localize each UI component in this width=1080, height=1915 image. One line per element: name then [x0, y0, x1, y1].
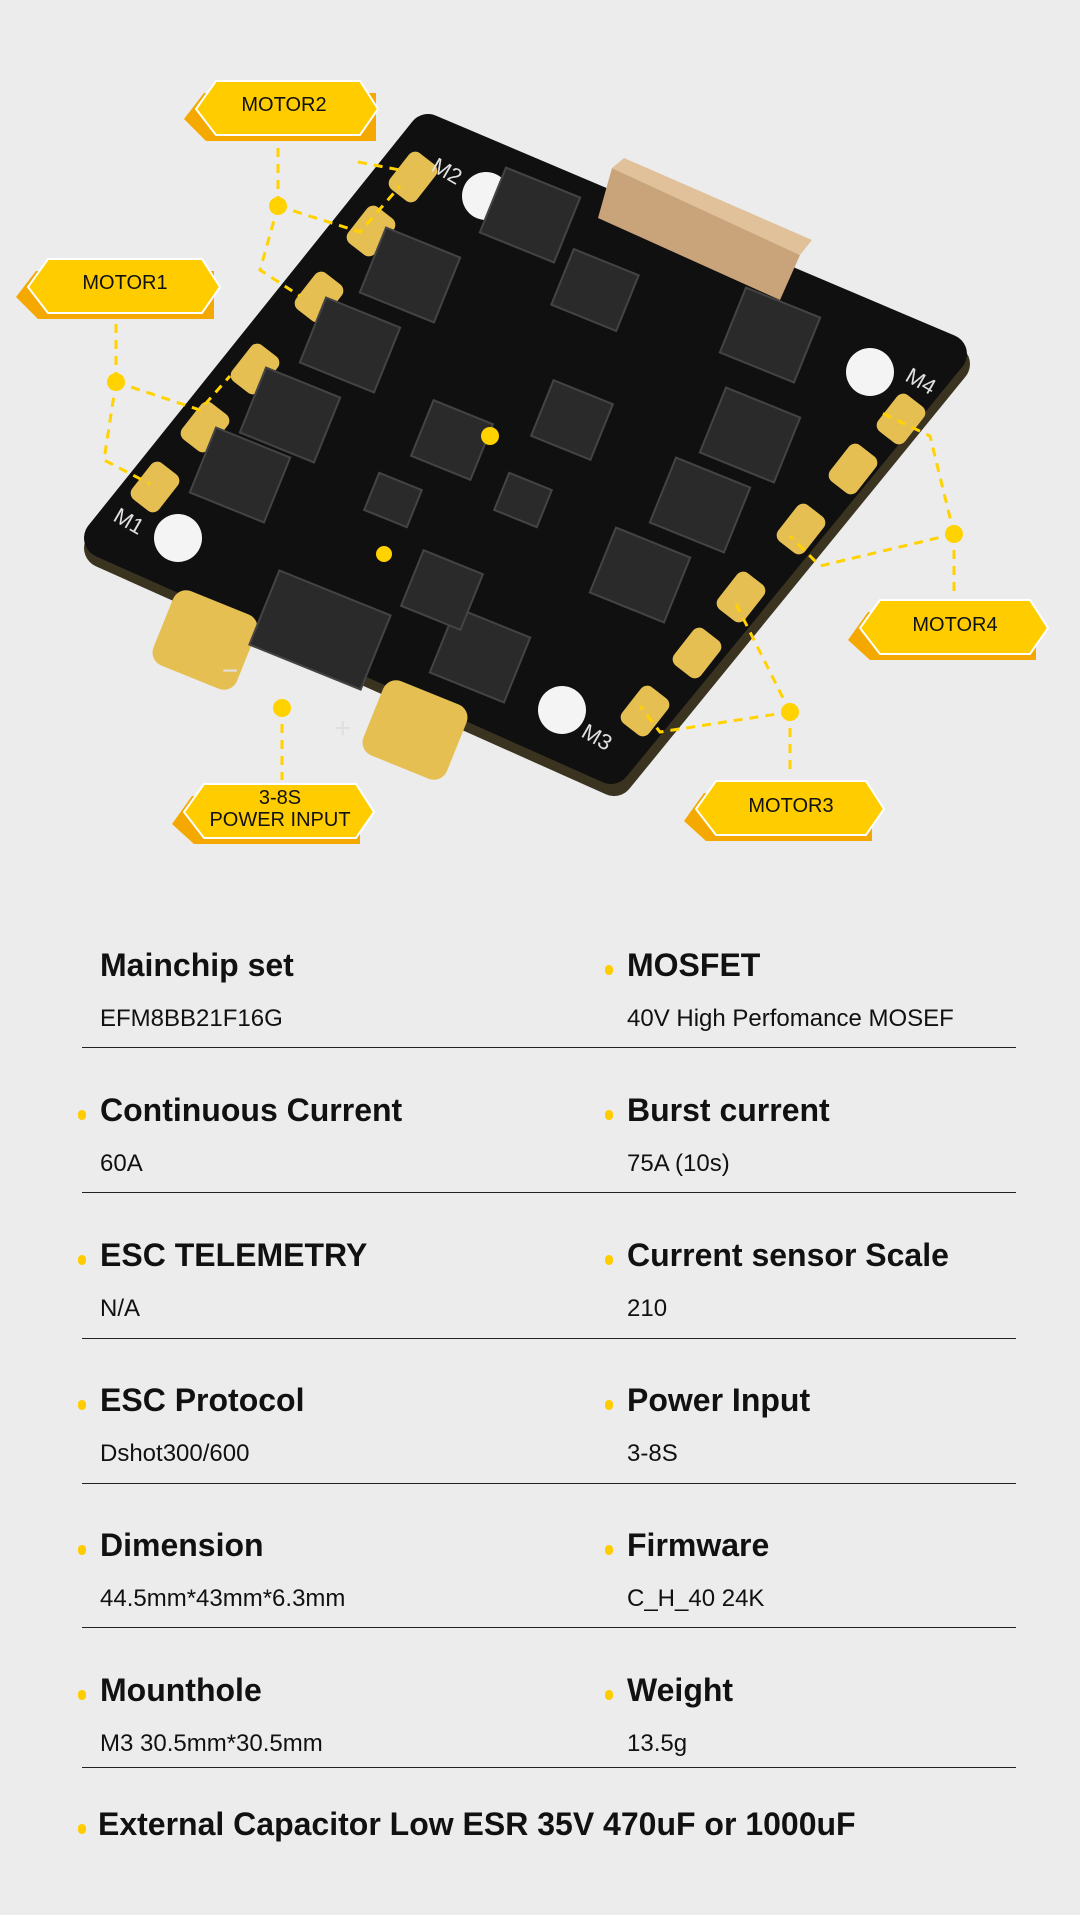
esc-board-image: M2 M1 M4 M3 − +	[84, 114, 970, 796]
label-motor3: MOTOR3	[682, 777, 886, 841]
bullet-icon	[78, 1690, 86, 1700]
divider	[82, 1767, 1016, 1768]
bullet-icon	[78, 1824, 86, 1834]
external-capacitor-note: External Capacitor Low ESR 35V 470uF or …	[78, 1806, 856, 1843]
bullet-icon	[605, 1400, 613, 1410]
bullet-icon	[605, 1110, 613, 1120]
bullet-icon	[78, 1400, 86, 1410]
bullet-icon	[78, 1255, 86, 1265]
label-motor4: MOTOR4	[846, 596, 1050, 660]
divider	[82, 1627, 1016, 1628]
power-label-line1: 3-8S	[258, 787, 302, 809]
mark-minus: −	[222, 655, 238, 686]
label-motor1: MOTOR1	[14, 257, 222, 319]
product-illustration: M2 M1 M4 M3 − + MOTOR2 MOTOR1 MOTOR4 MOT…	[0, 0, 1080, 940]
bullet-icon	[78, 1545, 86, 1555]
connector	[598, 158, 812, 300]
divider	[82, 1047, 1016, 1048]
bullet-icon	[605, 1255, 613, 1265]
divider	[82, 1483, 1016, 1484]
bullet-icon	[78, 1110, 86, 1120]
label-power-input: 3-8S POWER INPUT	[170, 780, 376, 844]
bullet-icon	[605, 965, 613, 975]
divider	[82, 1338, 1016, 1339]
power-label-line2: POWER INPUT	[209, 809, 351, 831]
mark-plus: +	[334, 712, 352, 745]
label-motor2: MOTOR2	[176, 79, 378, 141]
bullet-icon	[605, 1545, 613, 1555]
divider	[82, 1192, 1016, 1193]
bullet-icon	[605, 1690, 613, 1700]
